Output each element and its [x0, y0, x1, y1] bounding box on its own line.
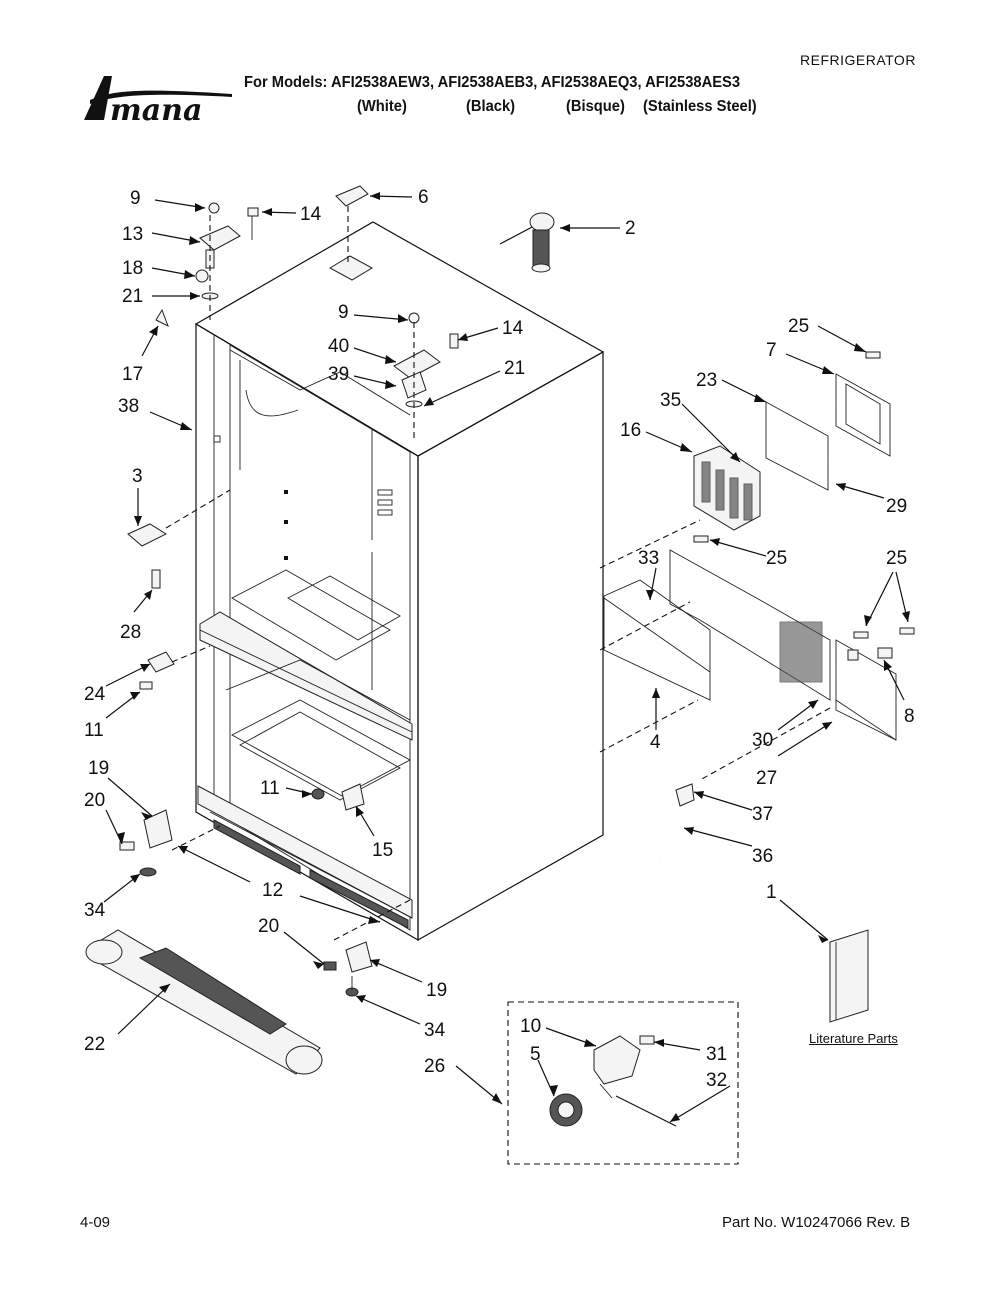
amana-logo: mana — [82, 70, 242, 135]
callout: 1 — [766, 882, 777, 903]
footer-part-number: Part No. W10247066 Rev. B — [722, 1214, 911, 1231]
literature-parts-label: Literature Parts — [809, 1031, 898, 1046]
callout: 3 — [132, 466, 143, 487]
callout: 19 — [426, 980, 447, 1001]
cover-23 — [765, 401, 829, 491]
callout: 36 — [752, 846, 773, 867]
control-box — [693, 445, 761, 531]
callout: 8 — [904, 706, 915, 727]
callout: 37 — [752, 804, 773, 825]
callout: 28 — [120, 622, 141, 643]
bracket-3 — [127, 489, 231, 589]
callout: 25 — [766, 548, 787, 569]
callout: 10 — [520, 1016, 541, 1037]
callout: 39 — [328, 364, 349, 385]
screw-25-top — [865, 351, 881, 359]
lower-hinge-left — [119, 809, 221, 877]
callout: 12 — [262, 880, 283, 901]
inset-box — [507, 1001, 739, 1165]
callout: 25 — [788, 316, 809, 337]
callout: 40 — [328, 336, 349, 357]
callout: 25 — [886, 548, 907, 569]
water-valve-fitting — [499, 212, 555, 273]
callout: 24 — [84, 684, 106, 705]
callout: 32 — [706, 1070, 727, 1091]
refrigerator-cabinet — [194, 221, 605, 942]
arrowheads — [117, 192, 910, 1122]
callout: 34 — [84, 900, 106, 921]
footer-date: 4-09 — [80, 1214, 111, 1231]
document-category: REFRIGERATOR — [800, 52, 916, 68]
callout: 5 — [530, 1044, 541, 1065]
callout-labels: 9 14 6 2 13 18 21 17 38 9 14 40 39 21 25… — [84, 187, 915, 1091]
callout: 11 — [260, 778, 280, 799]
callout: 14 — [502, 318, 524, 339]
callout: 2 — [625, 218, 636, 239]
models-line: For Models: AFI2538AEW3, AFI2538AEB3, AF… — [244, 74, 741, 91]
callout: 22 — [84, 1034, 105, 1055]
color-stainless: (Stainless Steel) — [643, 98, 757, 115]
callout: 31 — [706, 1044, 727, 1065]
color-bisque: (Bisque) — [566, 98, 625, 115]
callout: 33 — [638, 548, 659, 569]
rear-cover-assembly — [599, 519, 897, 781]
color-white: (White) — [357, 98, 407, 115]
callout: 15 — [372, 840, 393, 861]
screw-25-a — [853, 631, 869, 639]
callout: 16 — [620, 420, 641, 441]
top-hinge-2 — [335, 185, 459, 440]
callout: 14 — [300, 204, 322, 225]
svg-text:mana: mana — [110, 93, 202, 128]
toe-grille — [85, 929, 323, 1075]
callout: 13 — [122, 224, 143, 245]
callout: 9 — [338, 302, 349, 323]
callout: 20 — [258, 916, 279, 937]
callout: 34 — [424, 1020, 446, 1041]
callout: 35 — [660, 390, 681, 411]
drain-tube — [649, 783, 695, 860]
screw-11-center — [311, 788, 325, 800]
part-24 — [147, 651, 175, 673]
cover-frame-7 — [835, 373, 891, 457]
callout: 18 — [122, 258, 143, 279]
callout: 23 — [696, 370, 717, 391]
callout: 4 — [650, 732, 661, 753]
literature-book — [829, 929, 869, 1023]
callout: 38 — [118, 396, 139, 417]
callout: 20 — [84, 790, 105, 811]
part-15 — [341, 783, 365, 811]
callout: 17 — [122, 364, 143, 385]
callout: 26 — [424, 1056, 445, 1077]
callout: 7 — [766, 340, 777, 361]
color-black: (Black) — [466, 98, 516, 115]
screw-25-mid — [693, 535, 709, 543]
callout: 30 — [752, 730, 773, 751]
screw-25-b — [899, 627, 915, 635]
callout: 21 — [122, 286, 143, 307]
callout: 11 — [84, 720, 104, 741]
callout: 9 — [130, 188, 141, 209]
callout: 19 — [88, 758, 109, 779]
callout: 29 — [886, 496, 907, 517]
callout: 27 — [756, 768, 777, 789]
part-17 — [155, 308, 169, 328]
callout: 6 — [418, 187, 429, 208]
top-hinge-assembly — [195, 202, 259, 320]
callout: 21 — [504, 358, 525, 379]
screw-11 — [139, 681, 153, 690]
